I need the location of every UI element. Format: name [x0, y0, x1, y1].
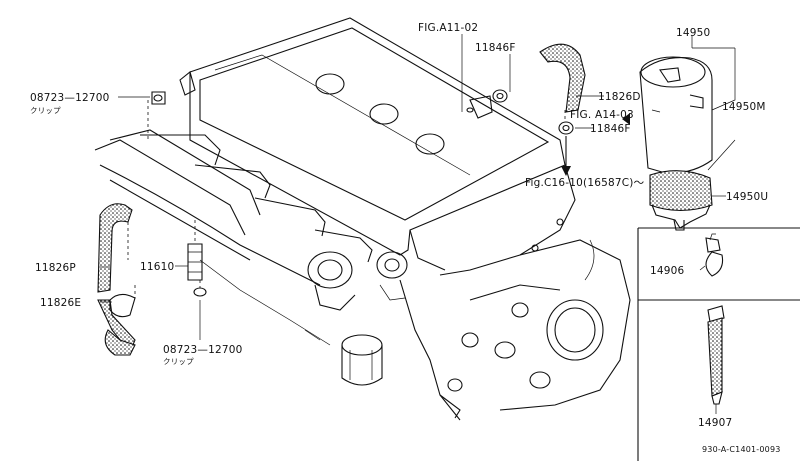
- label-part-11846f-mid: 11846F: [590, 123, 631, 135]
- hose-11826p: [97, 203, 136, 354]
- label-part-11610: 11610: [140, 261, 174, 273]
- breather-hose-11826d: [539, 43, 586, 113]
- label-fig-c16-10: Fig.C16-10(16587C)〜: [525, 177, 645, 189]
- clip-08723-bottom: [193, 287, 207, 297]
- label-part-14950m: 14950M: [722, 101, 766, 113]
- engine-fitting: [469, 95, 493, 119]
- label-part-11826p: 11826P: [35, 262, 76, 274]
- clip-14906: [705, 233, 724, 277]
- tie-14907: [707, 305, 725, 405]
- hose-11826e: [104, 329, 136, 356]
- clip-11846f-top: [492, 89, 508, 103]
- label-clip-bottom: クリップ: [163, 357, 194, 366]
- label-part-11846f-top: 11846F: [475, 42, 516, 54]
- label-part-14907: 14907: [698, 417, 732, 429]
- clip-11826e: [109, 293, 136, 318]
- label-part-11826d: 11826D: [598, 91, 641, 103]
- label-part-14906: 14906: [650, 265, 685, 277]
- label-clip-top: クリップ: [30, 106, 61, 115]
- label-fig-a14-03: FIG. A14-03: [570, 109, 634, 121]
- connector-11610: [187, 243, 203, 281]
- clip-08723-top: [151, 91, 166, 105]
- label-part-14950: 14950: [676, 27, 710, 39]
- leader-lines: [100, 34, 736, 414]
- label-part-08723-bottom: 08723—12700: [163, 344, 243, 356]
- inset-box: [637, 227, 800, 461]
- clip-11846f-mid: [558, 121, 574, 135]
- label-part-08723-top: 08723—12700: [30, 92, 110, 104]
- engine-block: [94, 17, 631, 421]
- drawing-code: 930-A-C1401-0093: [702, 445, 781, 454]
- separator-tank-14950: [639, 56, 713, 231]
- label-part-14950u: 14950U: [726, 191, 768, 203]
- label-part-11826e: 11826E: [40, 297, 81, 309]
- label-fig-a11-02: FIG.A11-02: [418, 22, 478, 34]
